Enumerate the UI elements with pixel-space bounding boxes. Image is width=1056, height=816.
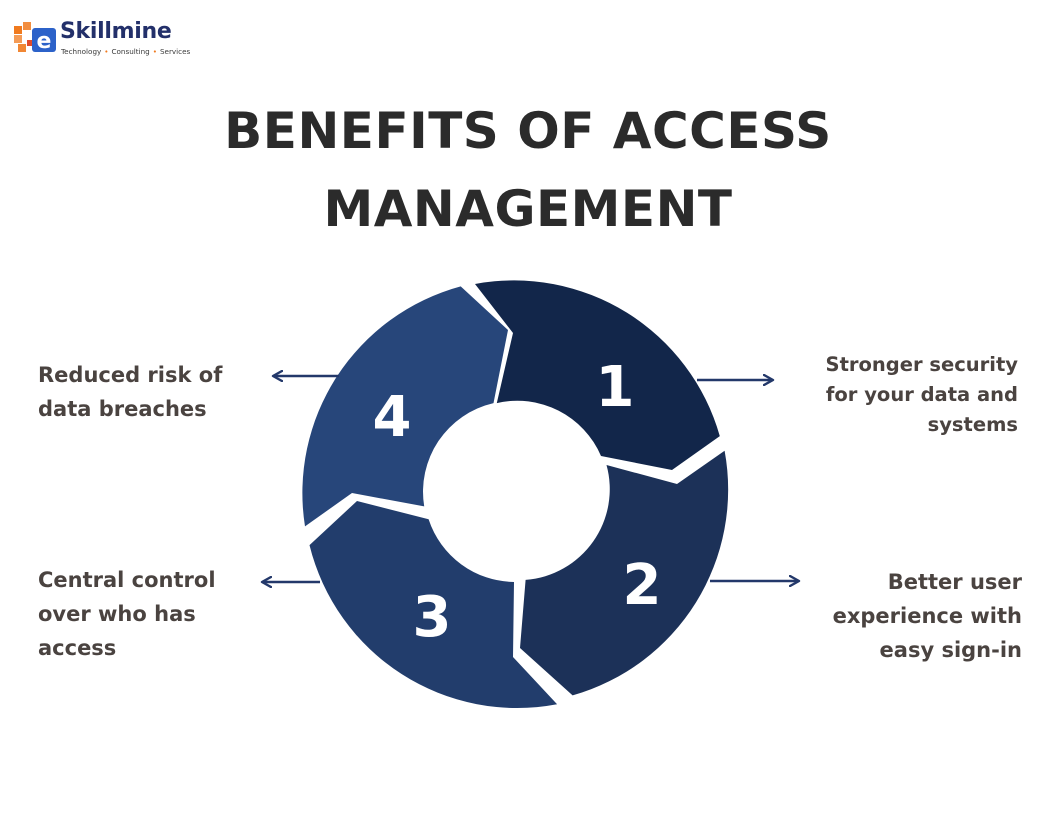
benefit-label-line: data breaches [38,397,207,421]
cycle-segment-3 [309,501,558,709]
page-title: BENEFITS OF ACCESS MANAGEMENT [0,92,1056,248]
benefit-label-line: access [38,636,117,660]
benefit-label-3: Central control over who has access [38,563,216,665]
skillmine-logo-mark-icon: e [14,22,56,54]
benefit-label-line: experience with [832,604,1022,628]
logo-name: Skillmine [60,19,172,44]
cycle-step-number-4: 4 [373,385,412,450]
benefit-label-line: easy sign-in [879,638,1022,662]
benefit-label-line: Stronger security [825,353,1018,376]
benefit-label-4: Reduced risk of data breaches [38,358,222,426]
benefit-label-line: Reduced risk of [38,363,223,387]
logo-tagline: Technology•Consulting•Services [61,47,191,56]
cycle-segment-1 [475,280,720,470]
benefit-label-line: systems [927,413,1018,436]
svg-text:e: e [37,29,52,54]
skillmine-logo: e Skillmine Technology•Consulting•Servic… [14,18,214,58]
benefit-label-2: Better user experience with easy sign-in [833,565,1022,667]
cycle-step-number-1: 1 [596,355,635,420]
cycle-segment-2 [520,450,729,696]
benefit-label-line: Better user [887,570,1022,594]
benefit-label-line: for your data and [825,383,1018,406]
cycle-step-number-2: 2 [623,553,662,618]
benefit-label-line: over who has [38,602,196,626]
page-title-line: MANAGEMENT [323,180,733,238]
page-title-line: BENEFITS OF ACCESS [224,102,832,160]
benefit-label-1: Stronger security for your data and syst… [826,350,1018,440]
cycle-segment-4 [302,286,508,527]
cycle-step-number-3: 3 [413,585,452,650]
benefit-label-line: Central control [38,568,216,592]
logo-tagline-item: Services [159,47,191,56]
logo-tagline-item: Consulting [111,47,150,56]
logo-tagline-item: Technology [61,47,102,56]
